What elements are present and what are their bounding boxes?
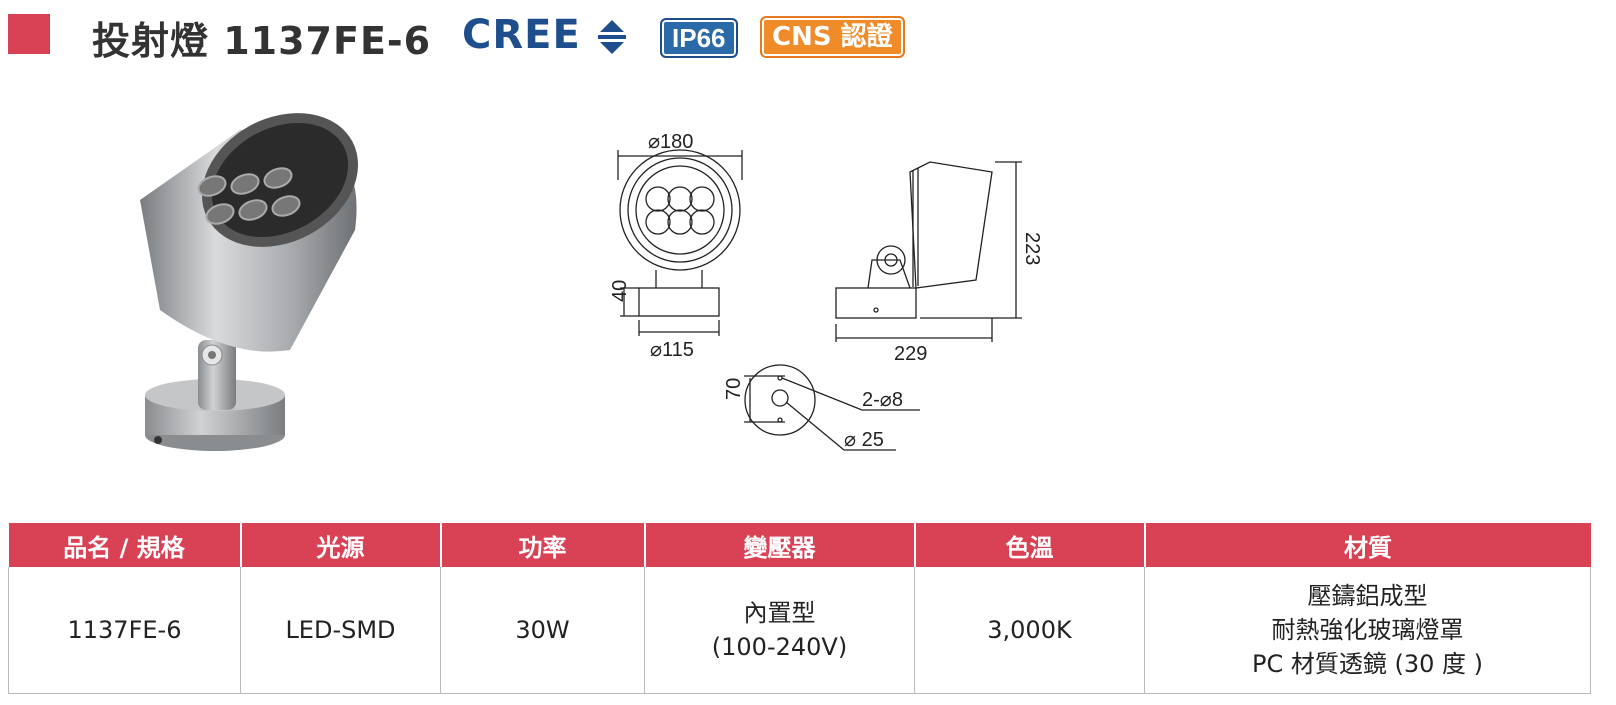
accent-square [8,14,50,54]
dim-base-height: 40 [609,280,631,302]
spec-header-row: 品名 / 規格 光源 功率 變壓器 色溫 材質 [8,523,1591,567]
transformer-type: 內置型 [743,599,816,627]
spec-table: 品名 / 規格 光源 功率 變壓器 色溫 材質 1137FE-6 LED-SMD… [8,523,1591,694]
product-title: 投射燈 1137FE-6 [92,19,432,63]
cell-source: LED-SMD [240,567,441,694]
header-model: 品名 / 規格 [8,523,242,567]
dim-plate-height: 70 [723,378,745,400]
product-photo [140,113,359,451]
dim-center-hole: ⌀ 25 [844,429,884,451]
cell-cct: 3,000K [914,567,1145,694]
dim-base-diameter: ⌀115 [650,339,694,361]
cell-transformer: 內置型 (100-240V) [644,567,915,694]
header-cct: 色溫 [914,523,1146,567]
material-body: 壓鑄鋁成型 [1307,582,1428,610]
cree-logo: CREE [462,12,581,58]
cree-arrows-icon [598,20,626,54]
dim-front-diameter: ⌀180 [648,131,693,153]
dim-side-length: 229 [894,343,927,365]
dim-holes: 2-⌀8 [862,389,903,411]
page-header: 投射燈 1137FE-6 CREE IP66 CNS 認證 [0,0,1616,80]
material-lens: PC 材質透鏡 (30 度 ) [1251,650,1483,678]
cell-model: 1137FE-6 [8,567,241,694]
cell-material: 壓鑄鋁成型 耐熱強化玻璃燈罩 PC 材質透鏡 (30 度 ) [1144,567,1591,694]
ip66-badge: IP66 [660,18,738,58]
transformer-voltage: (100-240V) [711,633,848,661]
header-source: 光源 [240,523,442,567]
material-cover: 耐熱強化玻璃燈罩 [1271,616,1464,644]
cell-power: 30W [440,567,645,694]
cns-certification-badge: CNS 認證 [760,16,905,58]
header-power: 功率 [440,523,646,567]
table-row: 1137FE-6 LED-SMD 30W 內置型 (100-240V) 3,00… [8,567,1591,694]
dim-side-height: 223 [1021,232,1043,265]
header-material: 材質 [1144,523,1591,567]
dimension-drawing: ⌀180 40 ⌀115 223 229 70 2-⌀8 ⌀ 25 [609,131,1043,451]
header-transformer: 變壓器 [644,523,916,567]
